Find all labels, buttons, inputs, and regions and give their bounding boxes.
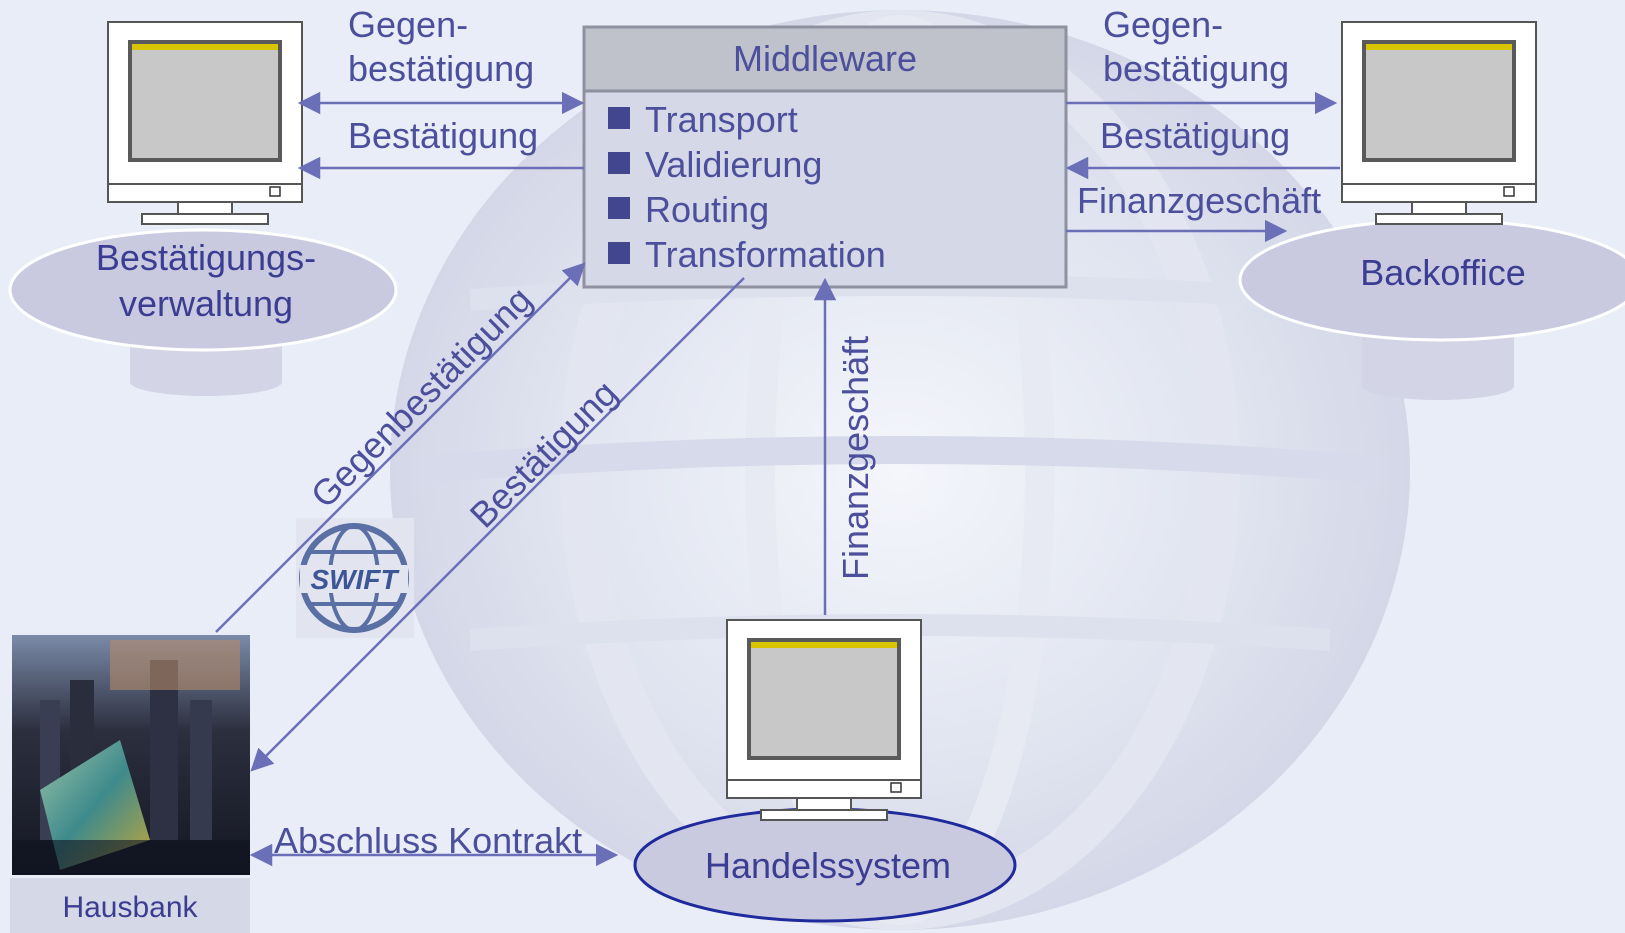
bullet-icon bbox=[608, 242, 630, 264]
middleware-box: Middleware Transport Validierung Routing… bbox=[582, 25, 1068, 289]
label-left-confirmation: Bestätigung bbox=[348, 115, 538, 156]
bullet-icon bbox=[608, 107, 630, 129]
node-trading-system: Handelssystem bbox=[633, 807, 1017, 923]
node-confirmation-management: Bestätigungs- verwaltung bbox=[8, 228, 398, 396]
label-right-confirmation: Bestätigung bbox=[1100, 115, 1290, 156]
middleware-item-transport: Transport bbox=[645, 99, 798, 140]
middleware-item-validierung: Validierung bbox=[645, 144, 822, 185]
node-label-line2: verwaltung bbox=[119, 283, 293, 324]
node-label: Backoffice bbox=[1360, 252, 1525, 293]
label-left-counter-confirmation-1: Gegen- bbox=[348, 4, 468, 45]
swift-logo-text: SWIFT bbox=[310, 564, 400, 595]
middleware-item-transformation: Transformation bbox=[645, 234, 886, 275]
bullet-icon bbox=[608, 197, 630, 219]
label-vertical-financial-deal: Finanzgeschäft bbox=[835, 336, 876, 580]
node-ellipse bbox=[8, 228, 398, 352]
node-backoffice: Backoffice bbox=[1238, 218, 1625, 400]
node-label: Handelssystem bbox=[705, 845, 951, 886]
label-right-counter-confirmation-2: bestätigung bbox=[1103, 48, 1289, 89]
flow-arrows bbox=[215, 91, 1340, 867]
label-right-financial-deal: Finanzgeschäft bbox=[1077, 180, 1321, 221]
label-contract-conclusion: Abschluss Kontrakt bbox=[274, 820, 582, 861]
computer-monitor-icon bbox=[1341, 21, 1537, 225]
node-label: Hausbank bbox=[62, 891, 198, 924]
label-right-counter-confirmation-1: Gegen- bbox=[1103, 4, 1223, 45]
computer-monitor-icon bbox=[107, 21, 303, 225]
bullet-icon bbox=[608, 152, 630, 174]
arrow-diag-counter-confirmation bbox=[215, 262, 586, 633]
node-label-line1: Bestätigungs- bbox=[96, 237, 316, 278]
label-box bbox=[10, 878, 250, 933]
node-house-bank: Hausbank bbox=[10, 635, 250, 933]
computer-monitor-icon bbox=[726, 619, 922, 821]
swift-logo: SWIFT bbox=[296, 518, 414, 638]
middleware-title: Middleware bbox=[733, 38, 917, 79]
arrow-diag-confirmation bbox=[250, 277, 745, 772]
label-left-counter-confirmation-2: bestätigung bbox=[348, 48, 534, 89]
middleware-item-routing: Routing bbox=[645, 189, 769, 230]
